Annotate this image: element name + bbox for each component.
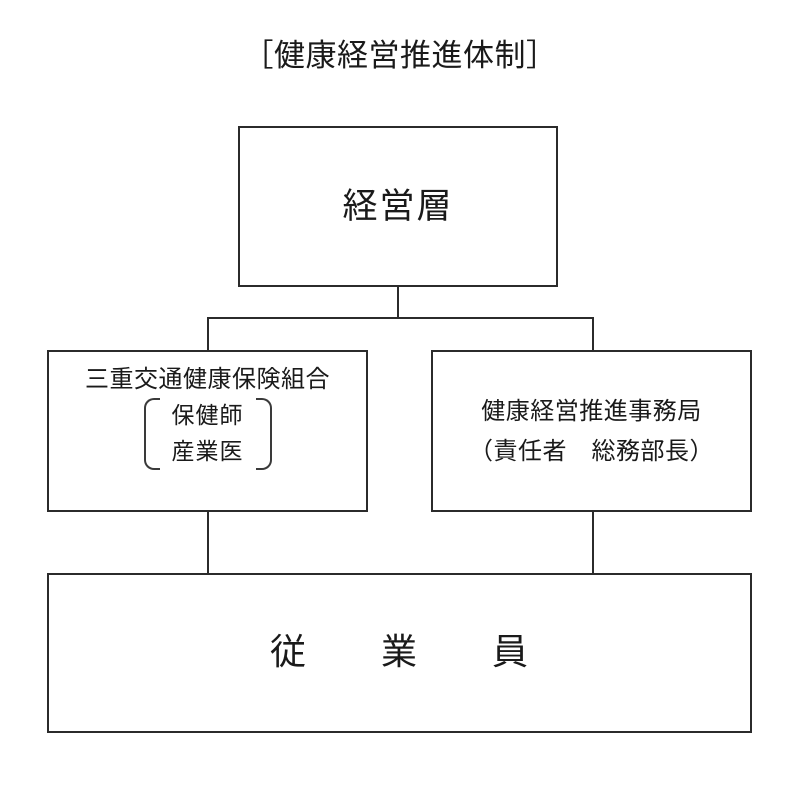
node-promotion-office-line2: （責任者 総務部長） xyxy=(469,437,714,465)
bracket-left-icon xyxy=(143,398,160,470)
node-employees-label: 従 業 員 xyxy=(269,632,529,673)
node-promotion-office-line1: 健康経営推進事務局 xyxy=(481,397,702,425)
bracket-right-icon xyxy=(255,398,272,470)
node-health-insurance-union[interactable]: 三重交通健康保険組合 保健師 産業医 xyxy=(47,350,368,512)
node-executive-layer-label: 経営層 xyxy=(342,186,454,227)
node-executive-layer[interactable]: 経営層 xyxy=(238,126,558,287)
bracket-group: 保健師 産業医 xyxy=(143,398,272,470)
page-title: ［健康経営推進体制］ xyxy=(242,38,558,74)
staff-item-public-health-nurse: 保健師 xyxy=(171,403,244,429)
connector-insurance-union-to-employees xyxy=(207,510,209,574)
staff-item-occupational-physician: 産業医 xyxy=(171,439,244,465)
connector-to-insurance-union xyxy=(207,317,209,352)
node-health-management-promotion-office[interactable]: 健康経営推進事務局 （責任者 総務部長） xyxy=(431,350,752,512)
bracket-content: 保健師 産業医 xyxy=(172,398,244,470)
connector-horizontal-bar xyxy=(207,317,594,319)
connector-promotion-office-to-employees xyxy=(592,510,594,574)
node-employees[interactable]: 従 業 員 xyxy=(47,573,752,733)
node-health-insurance-union-heading: 三重交通健康保険組合 xyxy=(85,365,330,393)
connector-to-promotion-office xyxy=(592,317,594,352)
connector-executive-down xyxy=(397,287,399,319)
